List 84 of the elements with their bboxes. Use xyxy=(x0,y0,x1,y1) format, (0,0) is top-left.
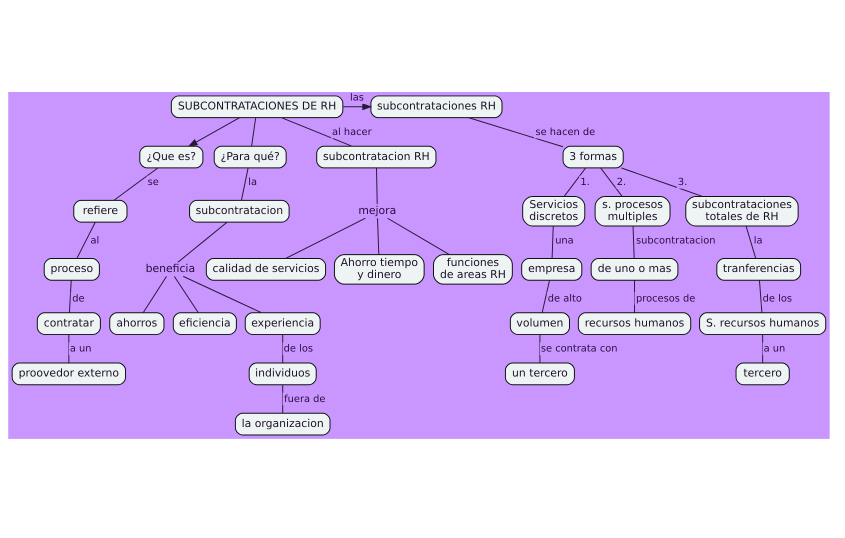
edge-label: una xyxy=(555,235,574,246)
edge-label: subcontratacion xyxy=(636,235,716,246)
edge-label: a un xyxy=(764,344,786,355)
node-box: calidad de servicios xyxy=(206,258,326,281)
connector xyxy=(634,280,636,314)
node-box: subcontrataciones RH xyxy=(370,95,502,118)
edge-label: de xyxy=(72,293,85,304)
edge-label: al hacer xyxy=(332,126,372,138)
node-box: S. recursos humanos xyxy=(699,312,826,335)
node-box: un tercero xyxy=(504,362,575,386)
node-box: ¿Para qué? xyxy=(214,146,287,168)
node-box: subcontratacion RH xyxy=(316,146,436,168)
edge-label: se xyxy=(148,177,159,188)
connector xyxy=(758,280,762,314)
connector xyxy=(377,218,380,256)
node-box: ¿Que es? xyxy=(139,146,204,168)
edge-label: las xyxy=(350,92,364,104)
arrow xyxy=(188,117,240,147)
edge-label: procesos de xyxy=(636,293,696,304)
edge-label: la xyxy=(248,177,257,188)
connector xyxy=(746,226,756,259)
connector xyxy=(177,222,228,263)
edge-label: al xyxy=(90,235,100,246)
connector xyxy=(76,222,96,259)
connector xyxy=(468,117,564,148)
connector xyxy=(282,384,284,414)
connector xyxy=(282,334,284,364)
edge-label: de alto xyxy=(548,293,582,304)
node-box: Ahorro tiempo y dinero xyxy=(334,254,425,285)
connector xyxy=(552,226,554,259)
arrow xyxy=(342,103,372,110)
node-box: de uno o mas xyxy=(590,258,678,281)
connector xyxy=(762,334,764,364)
node-box: tranferencias xyxy=(716,258,802,281)
edge-label: 2. xyxy=(616,177,626,188)
edge-label: a un xyxy=(70,344,92,355)
node-box: volumen xyxy=(510,312,570,335)
node-text: beneficia xyxy=(146,262,196,276)
connector xyxy=(376,168,378,205)
edge-label: la xyxy=(754,235,763,246)
connector xyxy=(285,218,366,259)
node-box: refiere xyxy=(73,200,128,223)
node-box: subcontratacion xyxy=(189,200,290,223)
node-box: la organizacion xyxy=(234,412,330,436)
node-box: 3 formas xyxy=(562,146,624,168)
node-box: individuos xyxy=(248,362,317,386)
connector xyxy=(114,168,158,201)
node-box: ahorros xyxy=(109,312,164,335)
node-box: funciones de areas RH xyxy=(433,254,513,285)
connector xyxy=(182,276,262,314)
node-box: subcontrataciones totales de RH xyxy=(685,196,799,227)
connector xyxy=(632,226,635,259)
edge-label: se contrata con xyxy=(540,344,618,355)
node-box: recursos humanos xyxy=(578,312,692,335)
connector xyxy=(542,280,550,314)
connector xyxy=(142,276,167,313)
node-box: Servicios discretos xyxy=(522,196,586,227)
node-box: contratar xyxy=(36,312,101,335)
connector xyxy=(174,276,199,313)
connector xyxy=(251,118,256,147)
edge-label: se hacen de xyxy=(535,126,596,138)
connector xyxy=(387,218,450,256)
edge-label: 1. xyxy=(580,177,590,188)
connector xyxy=(600,168,622,197)
node-box: proovedor externo xyxy=(12,362,126,386)
connector xyxy=(621,167,703,197)
connector xyxy=(564,168,586,197)
node-box: SUBCONTRATACIONES DE RH xyxy=(170,95,344,118)
node-box: empresa xyxy=(521,258,582,281)
node-box: experiencia xyxy=(244,312,321,335)
edge-label: 3. xyxy=(678,177,688,188)
node-box: proceso xyxy=(44,258,100,281)
node-box: s. procesos multiples xyxy=(594,196,670,227)
edge-label: de los xyxy=(762,293,792,304)
connector xyxy=(68,280,72,314)
node-box: eficiencia xyxy=(172,312,237,335)
edge-label: de los xyxy=(284,344,314,355)
connector xyxy=(68,334,70,364)
connector xyxy=(240,168,249,201)
connector xyxy=(281,117,352,147)
connector xyxy=(539,334,540,364)
node-box: tercero xyxy=(736,362,790,386)
edge-label: fuera de xyxy=(284,394,326,405)
node-text: mejora xyxy=(358,204,396,218)
